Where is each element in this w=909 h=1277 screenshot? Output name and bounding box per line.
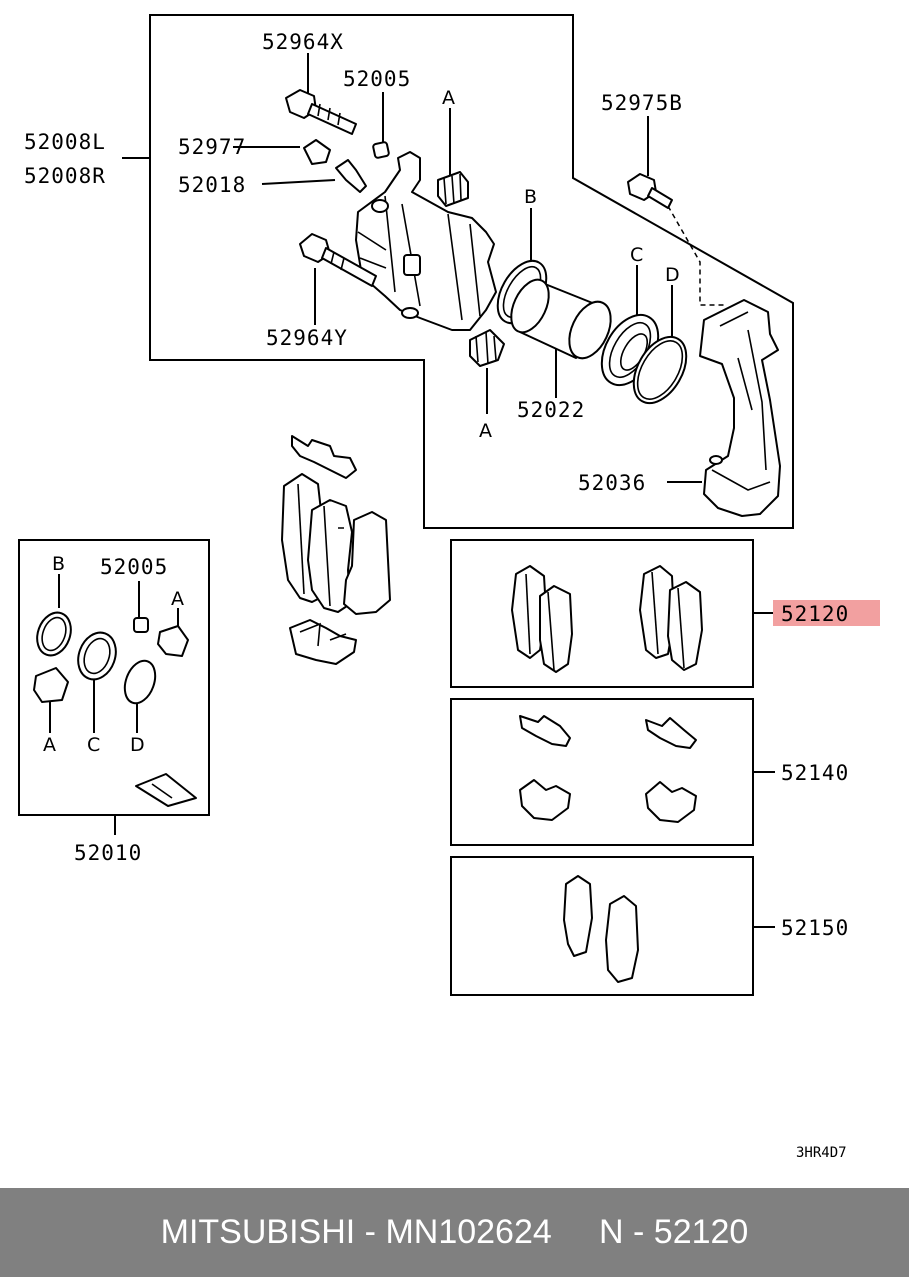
kit-52010-parts <box>33 611 197 807</box>
guide-pin-bolt-y <box>299 233 377 287</box>
loose-pad-set <box>281 435 391 665</box>
diagram-labels: 52964X 52005 A 52975B 52008L 52008R 5297… <box>24 30 849 1161</box>
label-a-kit-right: A <box>171 588 184 610</box>
diagram-reference-code: 3HR4D7 <box>796 1145 847 1161</box>
label-c-kit: C <box>87 734 100 756</box>
label-d-kit: D <box>130 734 145 756</box>
caliper-assembly-frame <box>149 14 794 529</box>
kit-52120-pads <box>511 565 703 673</box>
label-52975b: 52975B <box>601 91 683 115</box>
kit-box-52010 <box>18 539 210 816</box>
label-52008l: 52008L <box>24 130 106 154</box>
dust-boot-a-bottom <box>469 329 505 367</box>
label-52140: 52140 <box>781 761 849 785</box>
kit-box-52150 <box>450 856 754 996</box>
label-52036: 52036 <box>578 471 646 495</box>
guide-pin-bolt-x <box>285 89 357 135</box>
label-52120: 52120 <box>781 602 849 626</box>
footer-separator: - <box>355 1213 386 1251</box>
bleeder-screw <box>335 159 367 193</box>
highlight-52120 <box>773 600 880 626</box>
kit-52150-shims <box>563 875 639 983</box>
label-52010: 52010 <box>74 841 142 865</box>
label-a-kit-left: A <box>43 734 56 756</box>
label-52964y: 52964Y <box>266 326 348 350</box>
bracket-bolt <box>627 173 673 209</box>
label-52018: 52018 <box>178 173 246 197</box>
label-a-top: A <box>442 87 455 109</box>
label-52022: 52022 <box>517 398 585 422</box>
footer-ref-code: N - 52120 <box>599 1213 749 1251</box>
bolt-guide-dashed <box>667 205 726 306</box>
label-52150: 52150 <box>781 916 849 940</box>
footer-gap <box>552 1213 599 1252</box>
retaining-ring-d <box>632 335 688 405</box>
bleeder-cap <box>303 139 331 165</box>
label-52005-kit: 52005 <box>100 555 168 579</box>
label-52005-top: 52005 <box>343 67 411 91</box>
label-d-main: D <box>665 264 680 286</box>
bushing <box>372 141 390 159</box>
label-b-kit: B <box>52 553 65 575</box>
label-52964x: 52964X <box>262 30 344 54</box>
leader-lines <box>49 53 775 928</box>
dust-boot-a-top <box>437 171 469 207</box>
footer-bar: MITSUBISHI - MN102624 N - 52120 <box>0 1188 909 1277</box>
caliper-body <box>355 151 497 331</box>
parts-diagram: 52964X 52005 A 52975B 52008L 52008R 5297… <box>18 14 880 1161</box>
footer-part-number: MN102624 <box>385 1213 552 1251</box>
support-bracket <box>699 299 781 517</box>
kit-52140-clips <box>519 715 697 823</box>
label-52977: 52977 <box>178 135 246 159</box>
label-a-bottom: A <box>479 420 492 442</box>
label-b-main: B <box>524 186 537 208</box>
label-52008r: 52008R <box>24 164 106 188</box>
kit-box-52120 <box>450 539 754 688</box>
piston <box>510 278 612 360</box>
footer-brand: MITSUBISHI <box>160 1213 356 1251</box>
label-c-main: C <box>630 244 643 266</box>
kit-box-52140 <box>450 698 754 846</box>
